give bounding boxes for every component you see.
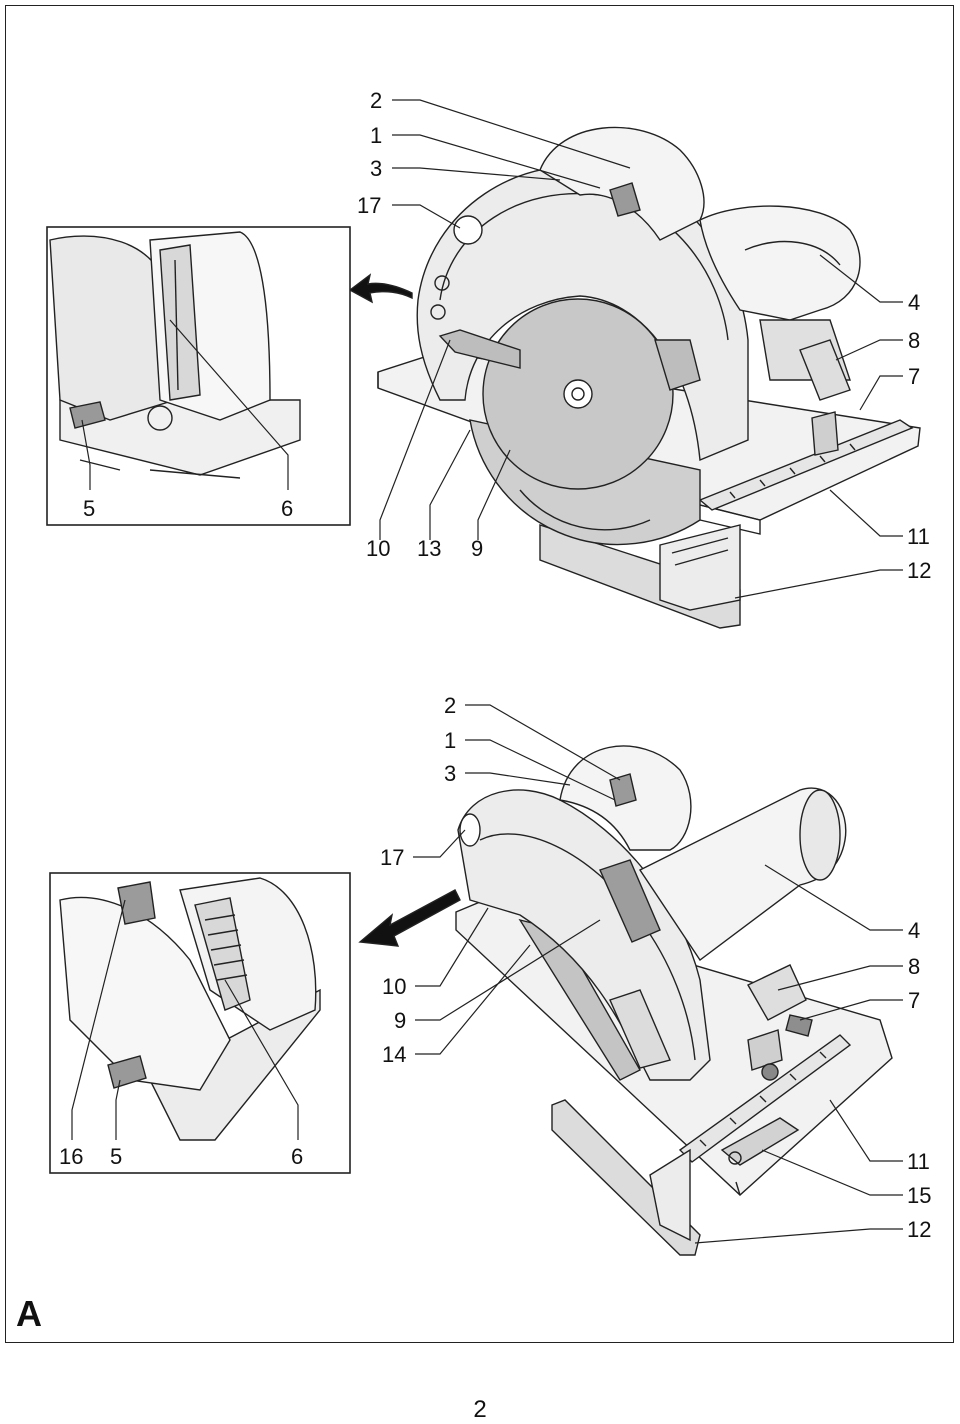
- callout: 10: [382, 974, 406, 999]
- callout: 9: [471, 536, 483, 561]
- callout: 15: [907, 1183, 931, 1208]
- bottom-saw-illustration: [358, 745, 893, 1256]
- callout: 6: [291, 1144, 303, 1169]
- callout: 9: [394, 1008, 406, 1033]
- callout: 1: [444, 728, 456, 753]
- callout: 16: [59, 1144, 83, 1169]
- top-leader-lines: [81, 99, 903, 599]
- bottom-inset: [49, 872, 351, 1174]
- callout: 13: [417, 536, 441, 561]
- bottom-leader-lines: [71, 704, 903, 1244]
- callout: 5: [83, 496, 95, 521]
- callout: 2: [444, 693, 456, 718]
- page-frame: [5, 5, 954, 1343]
- top-inset: [46, 226, 351, 526]
- callout: 8: [908, 328, 920, 353]
- callout: 2: [370, 88, 382, 113]
- callout: 17: [357, 193, 381, 218]
- top-saw-illustration: [348, 126, 921, 629]
- callout: 4: [908, 290, 920, 315]
- callout: 1: [370, 123, 382, 148]
- callout: 11: [907, 524, 930, 549]
- callout: 5: [110, 1144, 122, 1169]
- callout: 3: [370, 156, 382, 181]
- callout: 14: [382, 1042, 406, 1067]
- callout: 6: [281, 496, 293, 521]
- callout: 4: [908, 918, 920, 943]
- callout: 7: [908, 988, 920, 1013]
- bottom-callouts: 2 1 3 17 10 9 14 4 8 7 11 15 12 16 5 6: [59, 693, 931, 1242]
- figure-letter: A: [16, 1293, 42, 1334]
- callout: 11: [907, 1149, 930, 1174]
- callout: 17: [380, 845, 404, 870]
- callout: 12: [907, 1217, 931, 1242]
- page-number: 2: [473, 1396, 487, 1423]
- callout: 8: [908, 954, 920, 979]
- callout: 12: [907, 558, 931, 583]
- callout: 3: [444, 761, 456, 786]
- top-callouts: 2 1 3 17 4 8 7 11 12 10 13 9 5 6: [83, 88, 931, 583]
- callout: 10: [366, 536, 390, 561]
- callout: 7: [908, 364, 920, 389]
